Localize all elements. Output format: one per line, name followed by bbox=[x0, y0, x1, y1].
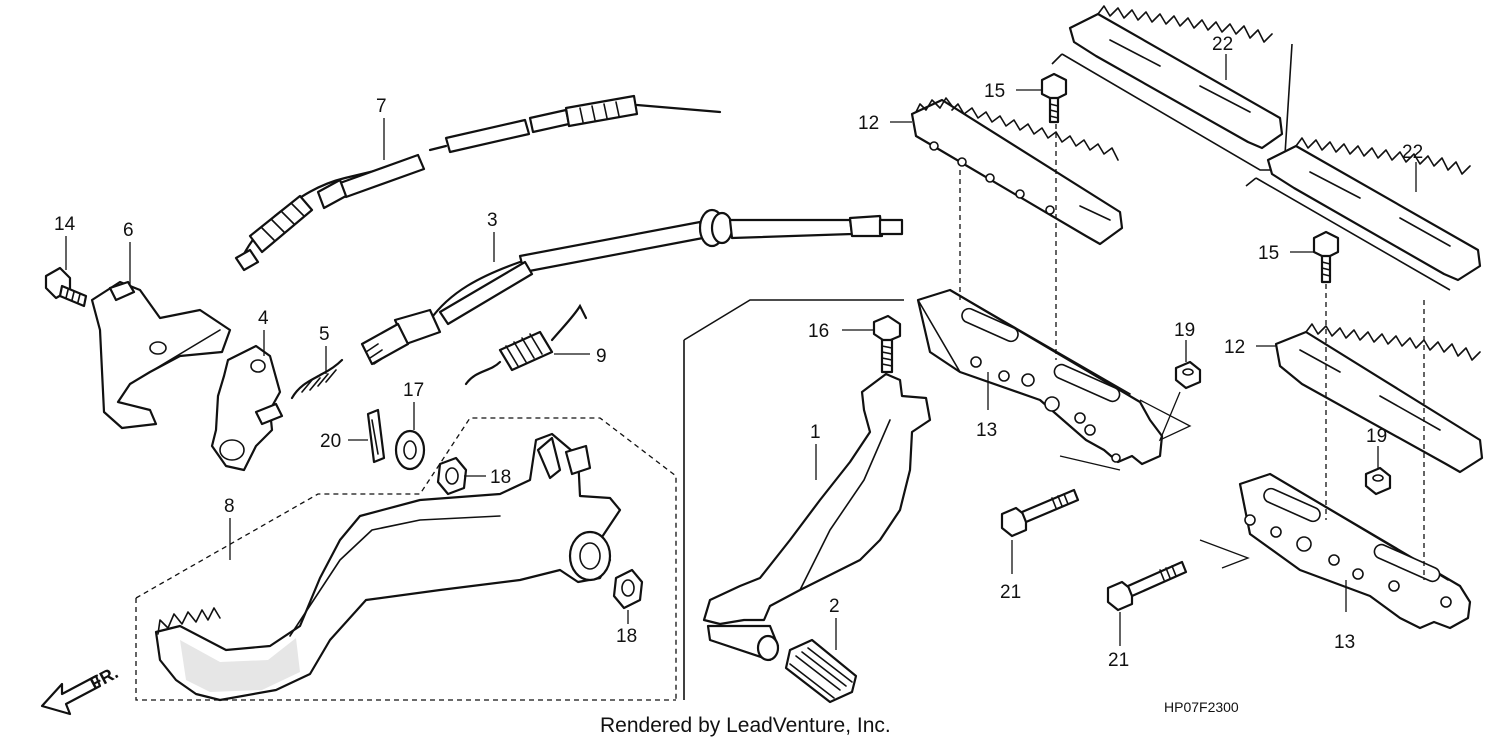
assembly-frames bbox=[135, 124, 1425, 701]
part-12-step-lower[interactable] bbox=[1274, 323, 1484, 474]
part-16-bolt[interactable] bbox=[872, 314, 902, 374]
part-1-shift-pedal[interactable] bbox=[702, 372, 932, 662]
part-15-bolt-upper[interactable] bbox=[1040, 72, 1068, 124]
part-18-nut-lower[interactable] bbox=[612, 568, 644, 610]
callout-19-lower: 19 bbox=[1366, 426, 1387, 447]
part-12-step-upper[interactable] bbox=[910, 97, 1124, 246]
part-14-bolt[interactable] bbox=[44, 266, 88, 308]
part-19-nut-upper[interactable] bbox=[1174, 360, 1202, 390]
callout-16: 16 bbox=[808, 321, 829, 342]
part-13-bracket-upper[interactable] bbox=[916, 288, 1164, 466]
callout-6: 6 bbox=[123, 220, 134, 241]
part-17-washer[interactable] bbox=[394, 429, 426, 471]
callout-9: 9 bbox=[596, 346, 607, 367]
callout-21-upper: 21 bbox=[1000, 582, 1021, 603]
callout-13-upper: 13 bbox=[976, 420, 997, 441]
callout-3: 3 bbox=[487, 210, 498, 231]
part-7-cable[interactable] bbox=[234, 94, 722, 272]
part-8-brake-pedal[interactable] bbox=[154, 432, 622, 702]
callout-12-upper: 12 bbox=[858, 113, 879, 134]
callout-22-lower: 22 bbox=[1402, 142, 1423, 163]
callout-labels: 7 3 6 14 4 5 9 17 20 18 18 8 1 2 16 12 1… bbox=[54, 34, 1423, 671]
callout-15-lower: 15 bbox=[1258, 243, 1279, 264]
front-arrow-icon bbox=[40, 674, 102, 716]
callout-1: 1 bbox=[810, 422, 821, 443]
part-9-spring[interactable] bbox=[464, 303, 588, 386]
callout-18-upper: 18 bbox=[490, 467, 511, 488]
callout-19-upper: 19 bbox=[1174, 320, 1195, 341]
callout-12-lower: 12 bbox=[1224, 337, 1245, 358]
part-4-arm[interactable] bbox=[210, 344, 284, 472]
part-21-bolt-lower[interactable] bbox=[1106, 560, 1188, 612]
part-3-cable[interactable] bbox=[360, 208, 904, 366]
callout-22-upper: 22 bbox=[1212, 34, 1233, 55]
callout-2: 2 bbox=[829, 596, 840, 617]
callout-20: 20 bbox=[320, 431, 341, 452]
callout-21-lower: 21 bbox=[1108, 650, 1129, 671]
callout-18-lower: 18 bbox=[616, 626, 637, 647]
part-21-bolt-upper[interactable] bbox=[1000, 488, 1080, 538]
part-13-bracket-lower[interactable] bbox=[1238, 472, 1472, 630]
callout-7: 7 bbox=[376, 96, 387, 117]
callout-14: 14 bbox=[54, 214, 76, 235]
callout-leaders bbox=[65, 54, 1417, 650]
callout-8: 8 bbox=[224, 496, 235, 517]
part-20-pin[interactable] bbox=[366, 408, 386, 464]
part-2-rubber[interactable] bbox=[784, 638, 858, 704]
part-18-nut-upper[interactable] bbox=[436, 456, 468, 496]
callout-15-upper: 15 bbox=[984, 81, 1005, 102]
footer-credit: Rendered by LeadVenture, Inc. bbox=[600, 714, 891, 737]
part-6-bracket[interactable] bbox=[90, 280, 232, 430]
part-5-spring[interactable] bbox=[290, 358, 344, 400]
callout-17: 17 bbox=[403, 380, 424, 401]
front-direction-indicator: FR. bbox=[40, 662, 121, 716]
part-15-bolt-lower[interactable] bbox=[1312, 230, 1340, 284]
drawing-code: HP07F2300 bbox=[1164, 699, 1239, 715]
callout-4: 4 bbox=[258, 308, 269, 329]
callout-13-lower: 13 bbox=[1334, 632, 1355, 653]
part-22-rubber-lower[interactable] bbox=[1245, 137, 1482, 291]
part-19-nut-lower[interactable] bbox=[1364, 466, 1392, 496]
callout-5: 5 bbox=[319, 324, 330, 345]
